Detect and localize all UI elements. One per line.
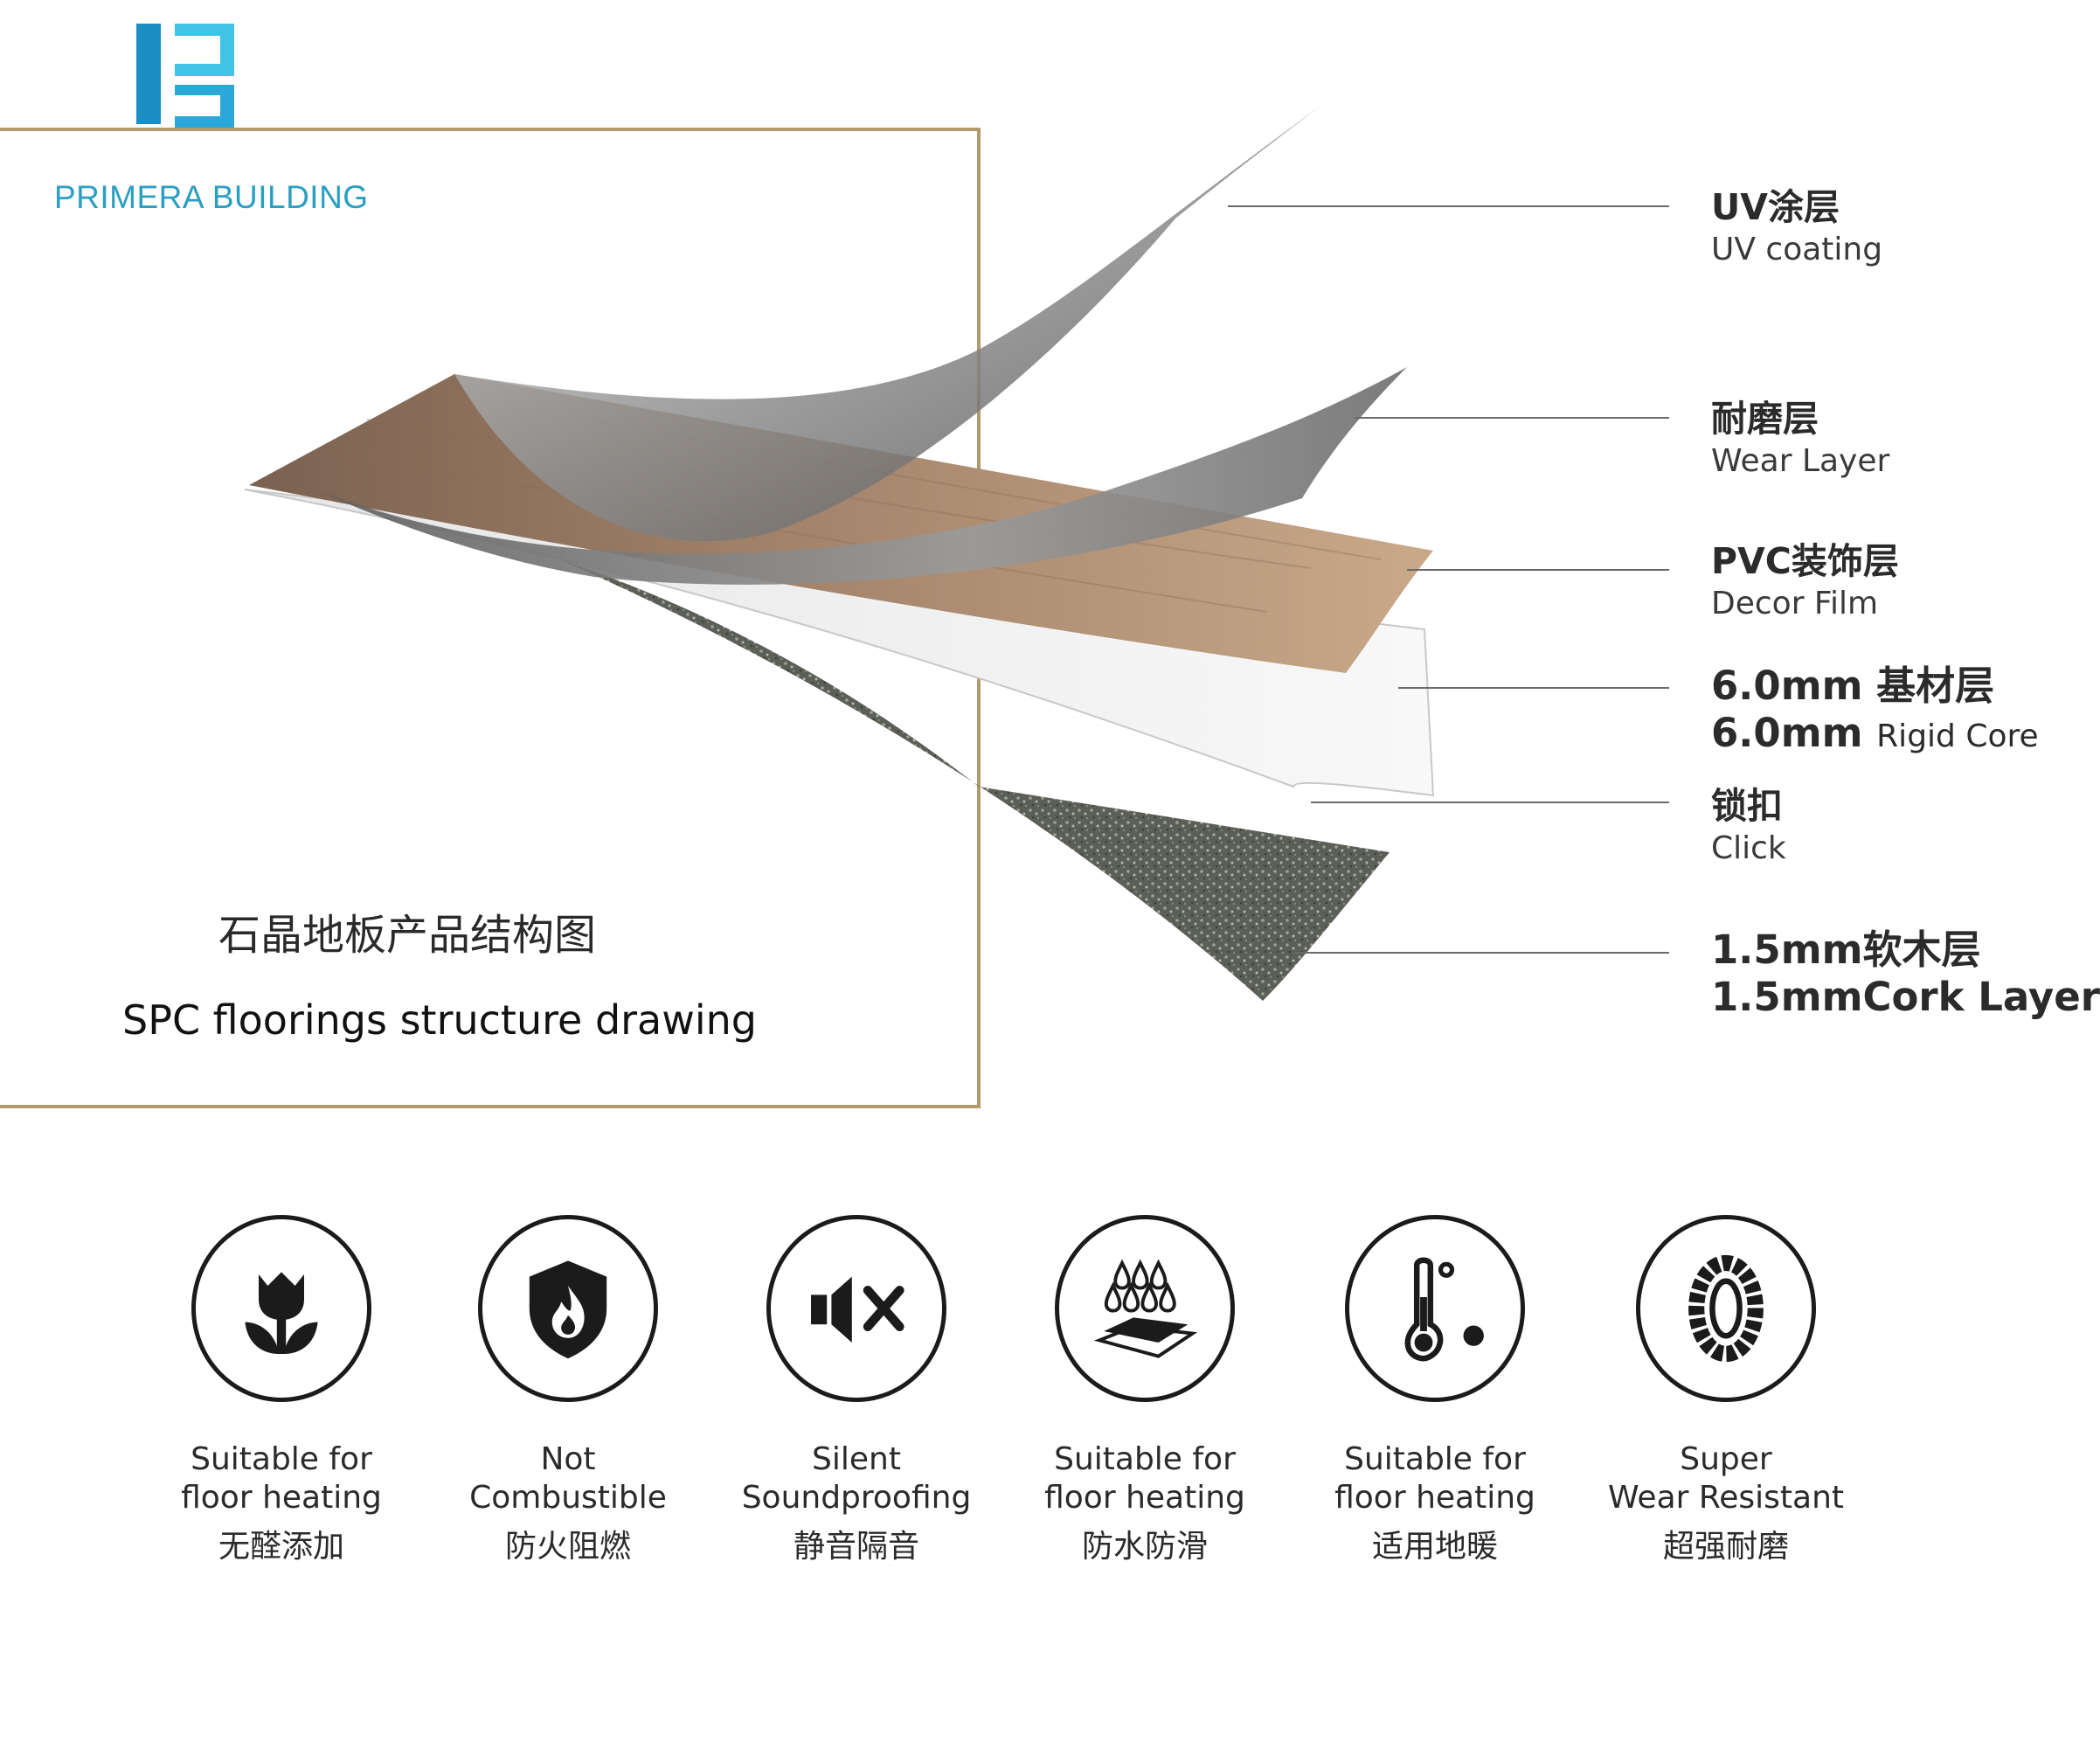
diagram-title-cn: 石晶地板产品结构图: [218, 911, 597, 960]
core-thickness: 6.0mm: [1711, 663, 1863, 709]
thermometer-icon: [1404, 1257, 1484, 1362]
layer-label-en: Wear Layer: [1711, 443, 1890, 479]
water-drops-icon: [1093, 1259, 1198, 1358]
layer-label-cn: PVC装饰层: [1711, 540, 1899, 582]
layer-diagram: [244, 107, 1669, 1001]
layer-label-uv: UV涂层 UV coating: [1711, 185, 1882, 271]
layer-label-core: 6.0mm 基材层 6.0mm Rigid Core: [1711, 663, 2039, 760]
fire-shield-icon: [529, 1260, 607, 1359]
uv-coating-shape: [454, 107, 1320, 542]
feature-label-en: Suitable for: [191, 1441, 372, 1477]
layer-label-decor: PVC装饰层 Decor Film: [1711, 539, 1899, 625]
speaker-mute-icon: [811, 1276, 904, 1343]
feature-label-en: Super: [1680, 1441, 1772, 1477]
feature-icon-circle: [478, 1215, 658, 1402]
layer-label-cn: 1.5mm软木层: [1711, 927, 1981, 973]
layer-label-cn: 耐磨层: [1711, 398, 1819, 440]
feature-label-en: floor heating: [181, 1480, 382, 1516]
layer-label-wear: 耐磨层 Wear Layer: [1711, 397, 1889, 482]
feature-icon-circle: [1345, 1215, 1525, 1402]
layer-label-en: 1.5mmCork Layer: [1711, 974, 2100, 1020]
feature-label-en: Combustible: [469, 1480, 667, 1516]
layer-label-en: Click: [1711, 830, 1786, 866]
primera-logo-mark: [136, 24, 234, 128]
feature-label-cn: 无醛添加: [218, 1529, 344, 1565]
tire-icon: [1688, 1254, 1764, 1363]
feature-label-en: floor heating: [1334, 1480, 1535, 1516]
feature-label-cn: 防火阻燃: [504, 1529, 631, 1565]
feature-label-cn: 静音隔音: [793, 1529, 919, 1565]
layer-label-click: 锁扣 Click: [1711, 784, 1786, 870]
feature-icon-circle: [766, 1215, 946, 1402]
feature-label-cn: 防水防滑: [1081, 1529, 1208, 1565]
feature-label-en: floor heating: [1044, 1480, 1245, 1516]
feature-label-en: Suitable for: [1344, 1441, 1526, 1477]
diagram-title-en: SPC floorings structure drawing: [122, 996, 758, 1044]
layer-label-cork: 1.5mm软木层 1.5mmCork Layer: [1711, 927, 2100, 1021]
layer-label-cn: 基材层: [1876, 663, 1995, 709]
feature-label-cn: 适用地暖: [1371, 1529, 1498, 1565]
feature-label-cn: 超强耐磨: [1662, 1529, 1789, 1565]
layer-label-en: Rigid Core: [1876, 718, 2039, 754]
feature-label-en: Silent: [812, 1441, 901, 1477]
feature-icon-circle: [1055, 1215, 1235, 1402]
layer-label-en: UV coating: [1711, 232, 1883, 267]
tulip-icon: [245, 1272, 318, 1354]
feature-label-en: Suitable for: [1054, 1441, 1236, 1477]
feature-label-en: Not: [540, 1441, 596, 1477]
feature-icon-circle: [1636, 1215, 1816, 1402]
feature-icon-circle: [191, 1215, 371, 1402]
layer-label-cn: 锁扣: [1711, 785, 1783, 827]
core-thickness: 6.0mm: [1711, 710, 1863, 756]
feature-label-en: Wear Resistant: [1607, 1480, 1845, 1516]
brand-name: PRIMERA BUILDING: [54, 179, 369, 215]
feature-label-en: Soundproofing: [741, 1480, 972, 1516]
leader-lines: [1228, 205, 1669, 954]
layer-label-cn: UV涂层: [1711, 186, 1840, 228]
wear-layer-shape: [315, 367, 1407, 585]
layer-label-en: Decor Film: [1711, 586, 1879, 621]
cork-layer-shape: [559, 559, 1390, 1001]
